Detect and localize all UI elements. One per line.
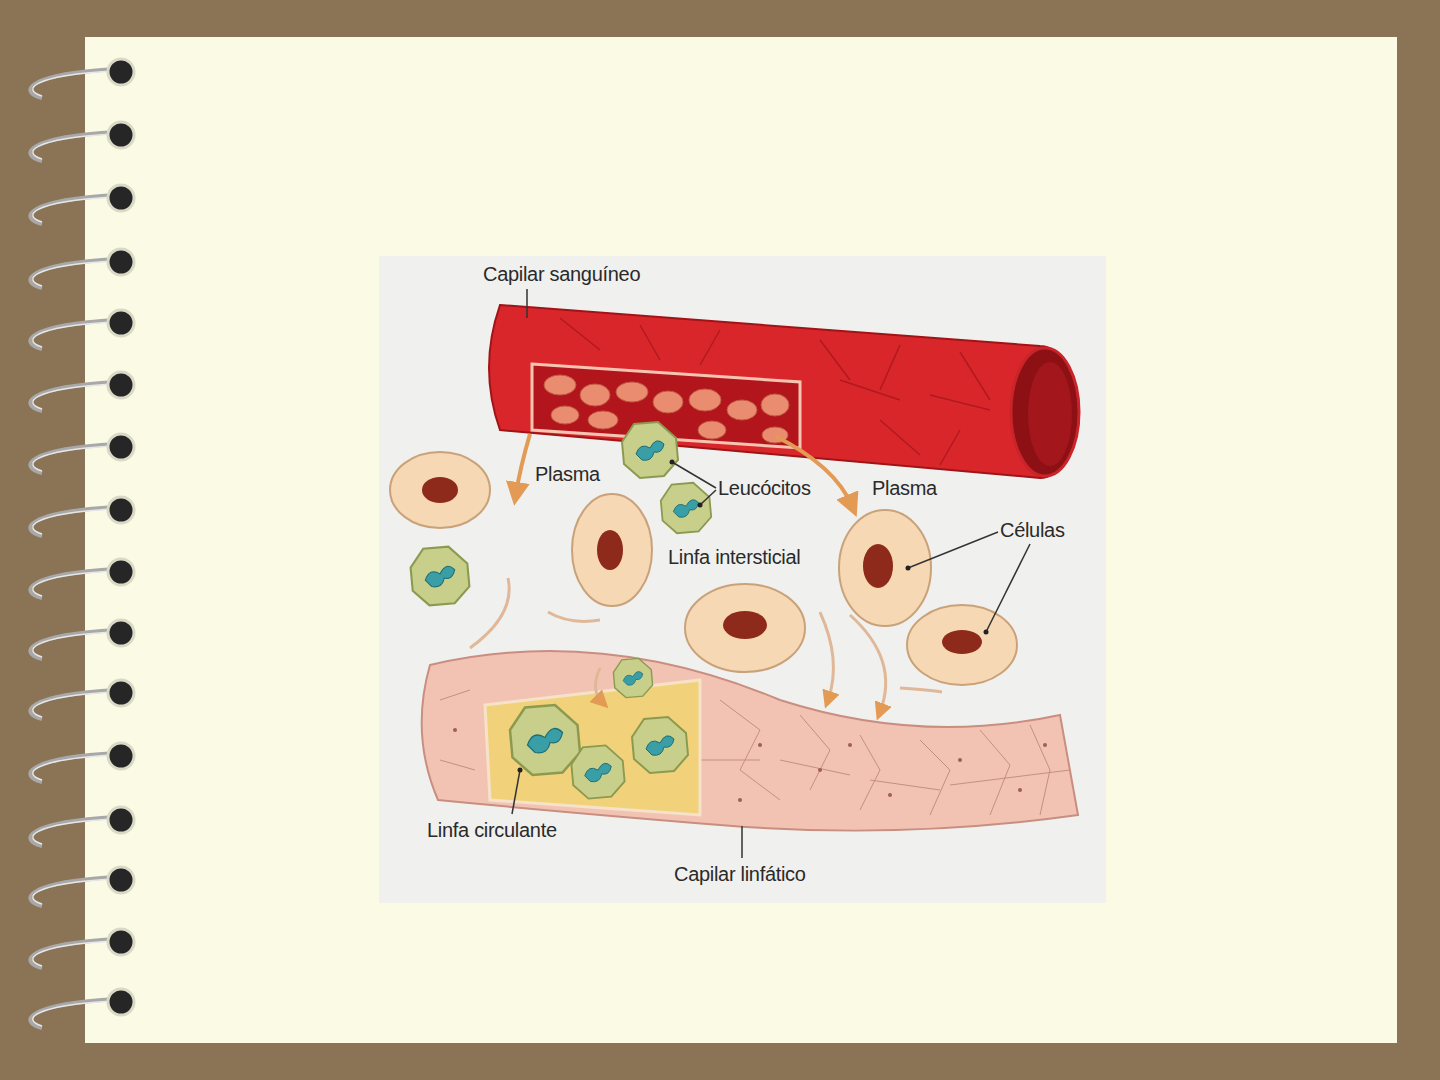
spiral-binding xyxy=(30,59,134,1028)
part-label: Linfa intersticial xyxy=(668,545,800,569)
part-label: Capilar sanguíneo xyxy=(483,262,640,286)
leader-dots xyxy=(518,460,989,773)
flow-arrows xyxy=(470,434,942,712)
part-label: Linfa circulante xyxy=(427,818,557,842)
paper-page xyxy=(85,37,1397,1043)
blood-capillary xyxy=(489,305,1079,478)
tissue-cells xyxy=(390,452,1017,685)
part-label: Plasma xyxy=(535,462,600,486)
figure-panel xyxy=(379,256,1106,903)
part-label: Capilar linfático xyxy=(674,862,806,886)
part-label: Plasma xyxy=(872,476,937,500)
part-label: Leucócitos xyxy=(718,476,811,500)
leukocytes xyxy=(411,422,712,605)
part-label: Células xyxy=(1000,518,1065,542)
leader-lines xyxy=(512,289,1030,858)
